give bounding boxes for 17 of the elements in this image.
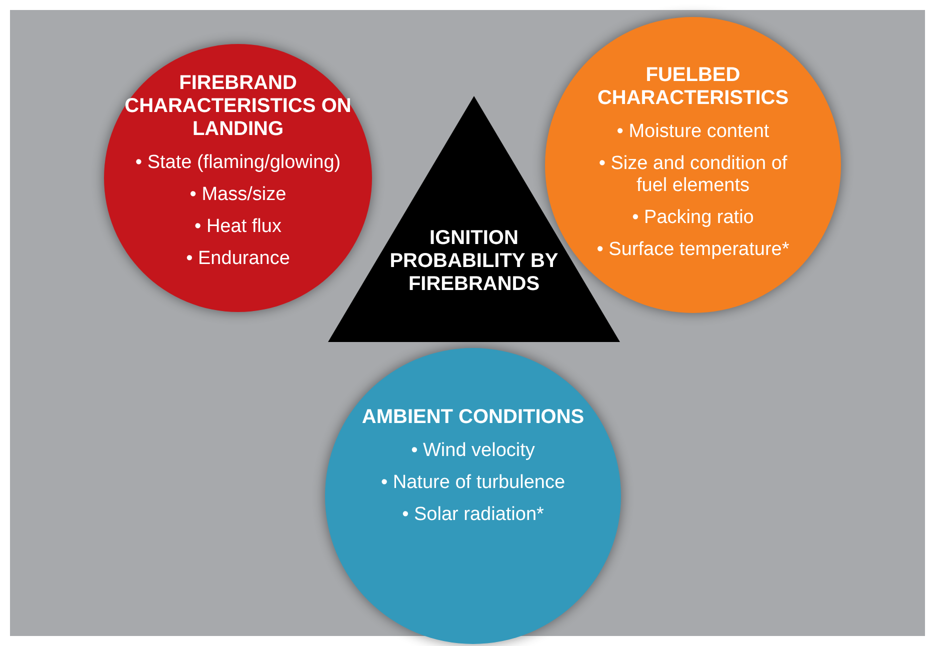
bullet-item: • Solar radiation* bbox=[402, 504, 544, 526]
heading-text: AMBIENT CONDITIONS bbox=[362, 406, 584, 428]
bullet-item: • Mass/size bbox=[190, 184, 286, 206]
bullet-item: • State (flaming/glowing) bbox=[135, 152, 341, 174]
bullet-item: • Endurance bbox=[186, 248, 290, 270]
bullet-item: • Nature of turbulence bbox=[380, 472, 566, 494]
heading-text: FIREBRAND CHARACTERISTICS ON LANDING bbox=[124, 72, 352, 140]
category-circle bbox=[104, 44, 372, 312]
bullet-item: • Heat flux bbox=[194, 216, 282, 238]
heading-text: FUELBED CHARACTERISTICS bbox=[596, 64, 790, 110]
category-circle bbox=[325, 348, 621, 644]
bullet-item: • Size and condition of fuel elements bbox=[598, 153, 788, 197]
heading-text: IGNITION PROBABILITY BY FIREBRANDS bbox=[388, 226, 560, 296]
bullet-item: • Surface temperature* bbox=[596, 239, 790, 261]
bullet-item: • Moisture content bbox=[616, 121, 770, 143]
bullet-item: • Wind velocity bbox=[411, 440, 535, 462]
bullet-item: • Packing ratio bbox=[632, 207, 754, 229]
